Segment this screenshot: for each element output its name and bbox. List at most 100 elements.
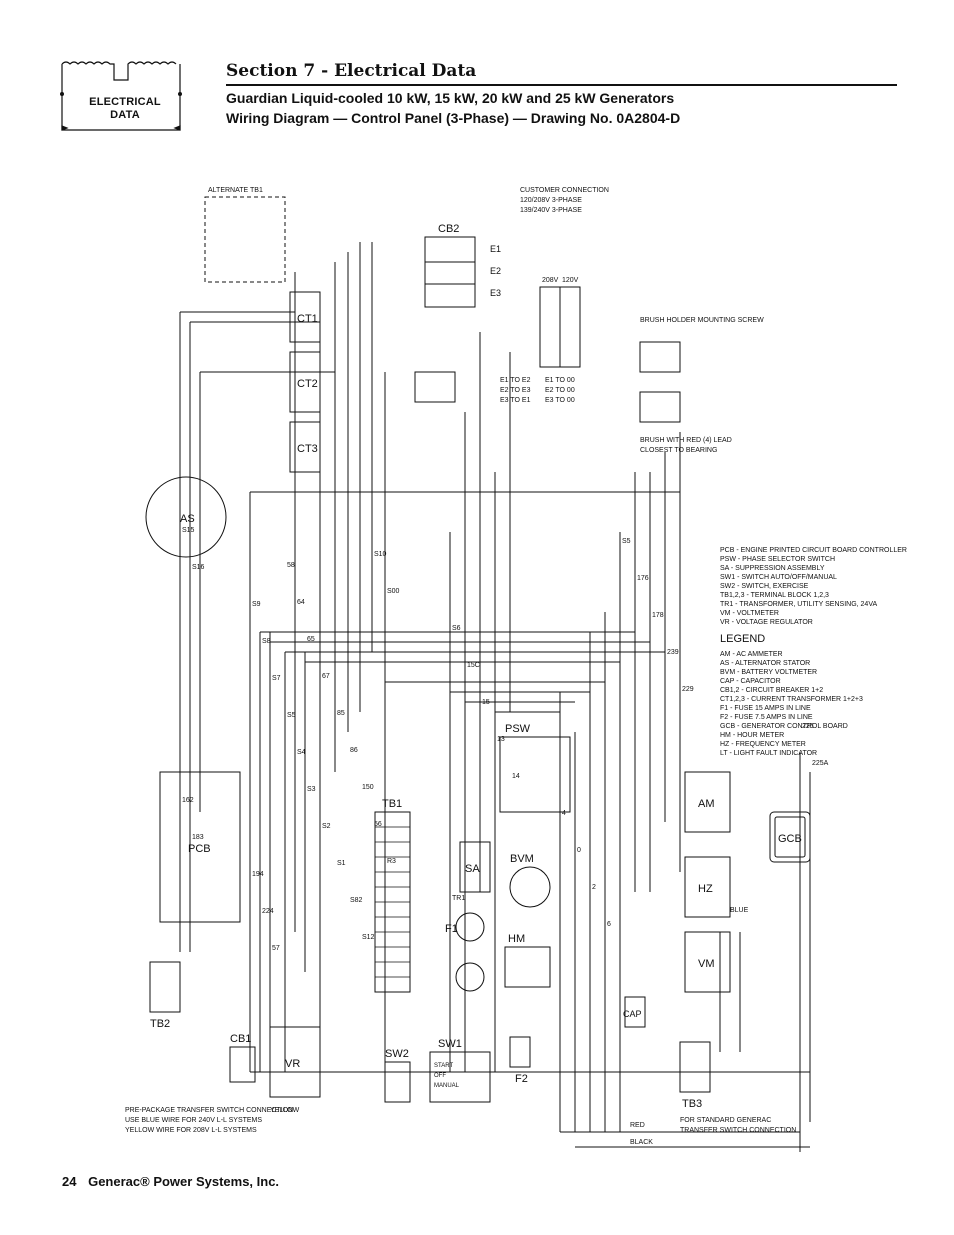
wire-label: 239 bbox=[667, 649, 679, 656]
alternate-tb-label: ALTERNATE TB1 bbox=[208, 187, 263, 194]
wire-label: S12 bbox=[362, 934, 375, 941]
wire-label: S7 bbox=[272, 675, 281, 682]
tb3-note-line1: TRANSFER SWITCH CONNECTION bbox=[680, 1127, 796, 1134]
wire-label: 4 bbox=[562, 810, 566, 817]
label-hz: HZ bbox=[698, 883, 713, 895]
legend-item: VR - VOLTAGE REGULATOR bbox=[720, 619, 813, 626]
wire-label: TR1 bbox=[452, 895, 465, 902]
wire-label: 15C bbox=[467, 662, 480, 669]
wire-labels: S15S16S9S8S7S5S4S3S2S1S82S12S10S00S615C1… bbox=[182, 527, 829, 952]
wire-label: 150 bbox=[362, 784, 374, 791]
alternate-tb-box bbox=[204, 196, 286, 283]
wire-label: S10 bbox=[374, 551, 387, 558]
legend-item: PCB - ENGINE PRINTED CIRCUIT BOARD CONTR… bbox=[720, 547, 907, 554]
wire-label: S16 bbox=[192, 564, 205, 571]
legend-item: VM - VOLTMETER bbox=[720, 610, 779, 617]
voltage-120-1: E1 TO 00 bbox=[545, 377, 575, 384]
wire-label: S9 bbox=[252, 601, 261, 608]
wire-color-black: BLACK bbox=[630, 1139, 653, 1146]
wire-label: S5 bbox=[287, 712, 296, 719]
voltage-head-208: 208V bbox=[542, 277, 559, 284]
wire-label: S2 bbox=[322, 823, 331, 830]
wire-label: 64 bbox=[297, 599, 305, 606]
logo-label: ELECTRICAL DATA bbox=[62, 96, 188, 122]
wire-label: 183 bbox=[192, 834, 204, 841]
legend-item: HZ - FREQUENCY METER bbox=[720, 741, 806, 748]
legend-item: BVM - BATTERY VOLTMETER bbox=[720, 669, 817, 676]
wire-label: 162 bbox=[182, 797, 194, 804]
wire-label: 13 bbox=[497, 736, 505, 743]
wire-label: S4 bbox=[297, 749, 306, 756]
voltage-208-2: E2 TO E3 bbox=[500, 387, 531, 394]
brush-note-2: CLOSEST TO BEARING bbox=[640, 447, 717, 454]
am-meter bbox=[684, 771, 731, 833]
wire-label: 6 bbox=[607, 921, 611, 928]
label-sa: SA bbox=[465, 863, 480, 875]
subtitle-block: Guardian Liquid-cooled 10 kW, 15 kW, 20 … bbox=[226, 88, 680, 128]
gcb-box bbox=[769, 811, 811, 863]
wire-color-yellow: YELLOW bbox=[270, 1107, 300, 1114]
sw1-pos-start: START bbox=[434, 1063, 453, 1069]
tb2-note-line1: USE BLUE WIRE FOR 240V L-L SYSTEMS bbox=[125, 1117, 262, 1124]
wire-label: 225A bbox=[812, 760, 829, 767]
wire-label: 229 bbox=[682, 686, 694, 693]
wire-label: 225 bbox=[802, 723, 814, 730]
wire-label: S8 bbox=[262, 638, 271, 645]
legend-item: CB1,2 - CIRCUIT BREAKER 1+2 bbox=[720, 687, 823, 694]
wire-label: 178 bbox=[652, 612, 664, 619]
wire-label: 224 bbox=[262, 908, 274, 915]
label-tb1: TB1 bbox=[382, 798, 402, 810]
wire-label: 57 bbox=[272, 945, 280, 952]
label-tb3: TB3 bbox=[682, 1098, 702, 1110]
wire-label: 58 bbox=[287, 562, 295, 569]
brush-holder-1 bbox=[639, 341, 681, 373]
label-vr: VR bbox=[285, 1058, 300, 1070]
cb2-terminal-2: E2 bbox=[490, 266, 501, 276]
tb2-note-line2: YELLOW WIRE FOR 208V L-L SYSTEMS bbox=[125, 1127, 257, 1134]
pcb-box bbox=[159, 771, 241, 923]
legend-item: CT1,2,3 - CURRENT TRANSFORMER 1+2+3 bbox=[720, 696, 863, 703]
label-tb2: TB2 bbox=[150, 1018, 170, 1030]
label-f2: F2 bbox=[515, 1073, 528, 1085]
label-sw2: SW2 bbox=[385, 1048, 409, 1060]
company-name: Generac® Power Systems, Inc. bbox=[88, 1174, 280, 1189]
wiring-diagram: AS CT1 CT2 CT3 CB2 PCB TB1 TB2 TB3 PSW S… bbox=[125, 187, 907, 1152]
tr1-terminal bbox=[414, 371, 456, 403]
bvm-meter bbox=[509, 866, 551, 908]
legend-item: CAP - CAPACITOR bbox=[720, 678, 781, 685]
legend-title: LEGEND bbox=[720, 633, 765, 645]
label-am: AM bbox=[698, 798, 715, 810]
legend-item: AS - ALTERNATOR STATOR bbox=[720, 660, 810, 667]
legend-item: LT - LIGHT FAULT INDICATOR bbox=[720, 750, 817, 757]
wire-label: S5 bbox=[622, 538, 631, 545]
legend-item: TB1,2,3 - TERMINAL BLOCK 1,2,3 bbox=[720, 592, 829, 599]
hm-box bbox=[504, 946, 551, 988]
label-vm: VM bbox=[698, 958, 715, 970]
ct3-box bbox=[289, 421, 321, 473]
legend-item: HM - HOUR METER bbox=[720, 732, 784, 739]
sa-box bbox=[459, 841, 491, 893]
wire-label: S6 bbox=[452, 625, 461, 632]
logo-line-1: ELECTRICAL bbox=[89, 96, 161, 108]
label-cb2: CB2 bbox=[438, 223, 459, 235]
tb3-block bbox=[679, 1041, 711, 1093]
subtitle-line-1: Guardian Liquid-cooled 10 kW, 15 kW, 20 … bbox=[226, 90, 675, 106]
sw1-pos-manual: MANUAL bbox=[434, 1083, 460, 1089]
wire-label: 65 bbox=[307, 636, 315, 643]
logo-line-2: DATA bbox=[110, 109, 140, 121]
legend-item: SW1 - SWITCH AUTO/OFF/MANUAL bbox=[720, 574, 837, 581]
ct2-box bbox=[289, 351, 321, 413]
voltage-208-1: E1 TO E2 bbox=[500, 377, 531, 384]
subtitle-line-2: Wiring Diagram — Control Panel (3-Phase)… bbox=[226, 110, 681, 126]
brush-note-1: BRUSH WITH RED (4) LEAD bbox=[640, 437, 732, 444]
cap-box bbox=[624, 996, 646, 1028]
vr-box bbox=[269, 1026, 321, 1098]
wire-label: S1 bbox=[337, 860, 346, 867]
wire-label: 67 bbox=[322, 673, 330, 680]
cb1-breaker bbox=[229, 1046, 256, 1083]
label-f1: F1 bbox=[445, 923, 458, 935]
wire-label: 0 bbox=[577, 847, 581, 854]
label-ct2: CT2 bbox=[297, 378, 318, 390]
wire-label: S3 bbox=[307, 786, 316, 793]
label-pcb: PCB bbox=[188, 843, 211, 855]
